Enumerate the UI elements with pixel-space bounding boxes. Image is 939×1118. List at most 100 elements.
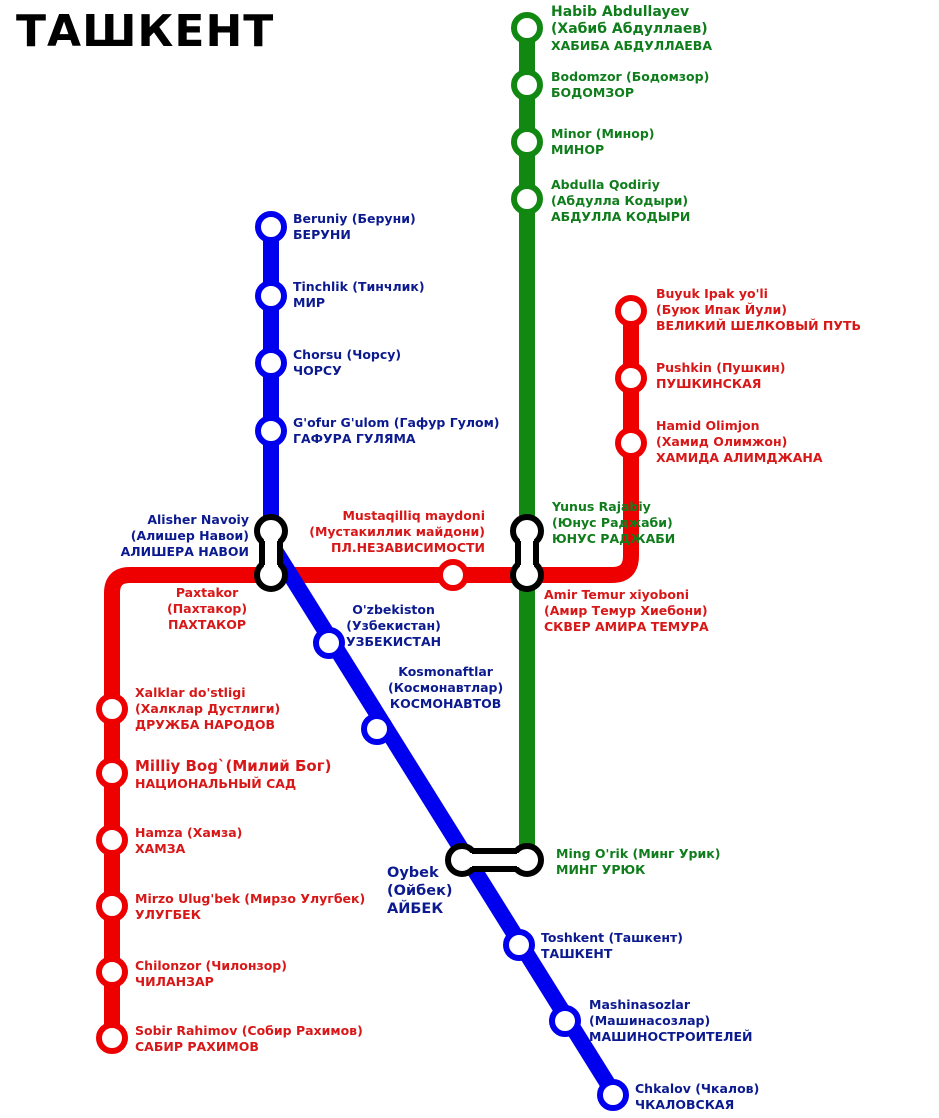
label-line2: (Юнус Раджаби) [552, 515, 673, 530]
station-abdulla-qodiriy[interactable] [511, 183, 543, 215]
label-line1: Milliy Bog`(Милий Бог) [135, 757, 332, 775]
label-line2: (Ойбек) [387, 883, 453, 899]
label-xalklar-dostligi: Xalklar do'stligi (Халклар Дустлиги) ДРУ… [135, 685, 280, 733]
station-buyuk-ipak-yoli[interactable] [615, 295, 647, 327]
label-gofur-gulom: G'ofur G'ulom (Гафур Гулом) ГАФУРА ГУЛЯМ… [293, 415, 500, 447]
label-line2: БОДОМЗОР [551, 85, 635, 100]
label-line1: Hamid Olimjon [656, 418, 760, 433]
label-milliy-bog: Milliy Bog`(Милий Бог) НАЦИОНАЛЬНЫЙ САД [135, 757, 331, 792]
label-line2: (Хабиб Абдуллаев) [551, 21, 708, 37]
station-chorsu[interactable] [255, 347, 287, 379]
station-mashinasozlar[interactable] [549, 1005, 581, 1037]
label-line3: КОСМОНАВТОВ [389, 696, 502, 711]
label-line3: АЛИШЕРА НАВОИ [120, 544, 249, 559]
label-line3: ДРУЖБА НАРОДОВ [135, 717, 275, 732]
station-mirzo-ulugbek[interactable] [96, 890, 128, 922]
station-habib-abdullayev[interactable] [511, 12, 543, 44]
label-mustaqilliq-maydoni: Mustaqilliq maydoni (Мустакиллик майдони… [309, 508, 485, 556]
station-kosmonaftlar[interactable] [361, 713, 393, 745]
label-line1: Yunus Rajabiy [552, 499, 651, 514]
label-line2: (Халклар Дустлиги) [135, 701, 281, 716]
station-toshkent[interactable] [503, 929, 535, 961]
label-oybek: Oybek (Ойбек) АЙБЕК [387, 864, 453, 918]
label-line1: Buyuk Ipak yo'li [656, 286, 768, 301]
label-line2: (Космонавтлар) [388, 680, 504, 695]
label-tinchlik: Tinchlik (Тинчлик) МИР [293, 279, 425, 311]
station-hamid-olimjon[interactable] [615, 427, 647, 459]
label-line3: УЗБЕКИСТАН [346, 634, 442, 649]
label-line3: ВЕЛИКИЙ ШЕЛКОВЫЙ ПУТЬ [656, 318, 862, 333]
label-line3: МАШИНОСТРОИТЕЛЕЙ [589, 1029, 753, 1044]
label-line1: Mustaqilliq maydoni [342, 508, 485, 523]
label-line1: G'ofur G'ulom (Гафур Гулом) [293, 415, 500, 430]
label-line1: Beruniy (Беруни) [293, 211, 416, 226]
label-line2: ГАФУРА ГУЛЯМА [293, 431, 416, 446]
station-gofur-gulom[interactable] [255, 415, 287, 447]
label-line2: САБИР РАХИМОВ [135, 1039, 259, 1054]
label-sobir-rahimov: Sobir Rahimov (Собир Рахимов) САБИР РАХИ… [135, 1023, 363, 1055]
label-amir-temur: Amir Temur xiyoboni (Амир Темур Хиебони)… [544, 587, 709, 635]
label-ozbekiston: O'zbekiston (Узбекистан) УЗБЕКИСТАН [346, 602, 441, 650]
label-line2: НАЦИОНАЛЬНЫЙ САД [135, 776, 297, 791]
label-line1: Chilonzor (Чилонзор) [135, 958, 287, 973]
station-ozbekiston[interactable] [313, 627, 345, 659]
label-line1: Alisher Navoiy [147, 512, 249, 527]
label-line2: (Хамид Олимжон) [656, 434, 788, 449]
label-hamza: Hamza (Хамза) ХАМЗА [135, 825, 242, 857]
label-line2: (Буюк Ипак Йули) [656, 302, 787, 317]
label-line1: Mashinasozlar [589, 997, 691, 1012]
map-title: ТАШКЕНТ [16, 6, 275, 57]
label-line1: Habib Abdullayev [551, 4, 690, 20]
label-buyuk-ipak-yoli: Buyuk Ipak yo'li (Буюк Ипак Йули) ВЕЛИКИ… [656, 286, 861, 334]
label-line3: СКВЕР АМИРА ТЕМУРА [544, 619, 709, 634]
station-chkalov[interactable] [597, 1079, 629, 1111]
label-line2: (Машинасозлар) [589, 1013, 711, 1028]
label-line2: ТАШКЕНТ [541, 946, 613, 961]
label-line3: ХАБИБА АБДУЛЛАЕВА [551, 38, 713, 53]
label-line1: Paxtakor [175, 585, 239, 600]
label-ming-orik: Ming O'rik (Минг Урик) МИНГ УРЮК [556, 846, 720, 878]
label-beruniy: Beruniy (Беруни) БЕРУНИ [293, 211, 416, 243]
transfer-navoiy-paxtakor [254, 514, 288, 592]
label-line1: Amir Temur xiyoboni [544, 587, 690, 602]
label-line2: (Мустакиллик майдони) [309, 524, 485, 539]
label-mashinasozlar: Mashinasozlar (Машинасозлар) МАШИНОСТРОИ… [589, 997, 753, 1045]
label-line2: ЧОРСУ [293, 363, 342, 378]
label-line1: Hamza (Хамза) [135, 825, 243, 840]
station-beruniy[interactable] [255, 211, 287, 243]
station-mustaqilliq-maydoni[interactable] [437, 559, 469, 591]
label-line2: (Пахтакор) [167, 601, 248, 616]
label-line2: ЧКАЛОВСКАЯ [635, 1097, 735, 1112]
label-line2: (Узбекистан) [346, 618, 441, 633]
station-milliy-bog[interactable] [96, 757, 128, 789]
label-mirzo-ulugbek: Mirzo Ulug'bek (Мирзо Улугбек) УЛУГБЕК [135, 891, 365, 923]
label-abdulla-qodiriy: Abdulla Qodiriy (Абдулла Кодыри) АБДУЛЛА… [551, 177, 690, 225]
label-toshkent: Toshkent (Ташкент) ТАШКЕНТ [541, 930, 683, 962]
station-hamza[interactable] [96, 824, 128, 856]
label-line1: Tinchlik (Тинчлик) [293, 279, 425, 294]
label-alisher-navoiy: Alisher Navoiy (Алишер Навои) АЛИШЕРА НА… [121, 512, 249, 560]
label-line1: Toshkent (Ташкент) [541, 930, 683, 945]
label-line1: O'zbekiston [352, 602, 435, 617]
label-line3: АЙБЕК [387, 901, 444, 917]
label-line2: УЛУГБЕК [135, 907, 201, 922]
label-minor: Minor (Минор) МИНОР [551, 126, 655, 158]
label-line1: Pushkin (Пушкин) [656, 360, 786, 375]
station-chilonzor[interactable] [96, 956, 128, 988]
station-bodomzor[interactable] [511, 69, 543, 101]
label-line3: ПАХТАКОР [168, 617, 247, 632]
station-tinchlik[interactable] [255, 280, 287, 312]
label-line2: ХАМЗА [135, 841, 186, 856]
label-line1: Sobir Rahimov (Собир Рахимов) [135, 1023, 363, 1038]
station-sobir-rahimov[interactable] [96, 1022, 128, 1054]
label-chilonzor: Chilonzor (Чилонзор) ЧИЛАНЗАР [135, 958, 287, 990]
label-line1: Chorsu (Чорсу) [293, 347, 402, 362]
label-chkalov: Chkalov (Чкалов) ЧКАЛОВСКАЯ [635, 1081, 759, 1113]
label-habib-abdullayev: Habib Abdullayev (Хабиб Абдуллаев) ХАБИБ… [551, 4, 712, 54]
label-line2: ЧИЛАНЗАР [135, 974, 214, 989]
station-xalklar-dostligi[interactable] [96, 693, 128, 725]
label-kosmonaftlar: Kosmonaftlar (Космонавтлар) КОСМОНАВТОВ [388, 664, 503, 712]
station-minor[interactable] [511, 126, 543, 158]
station-pushkin[interactable] [615, 362, 647, 394]
